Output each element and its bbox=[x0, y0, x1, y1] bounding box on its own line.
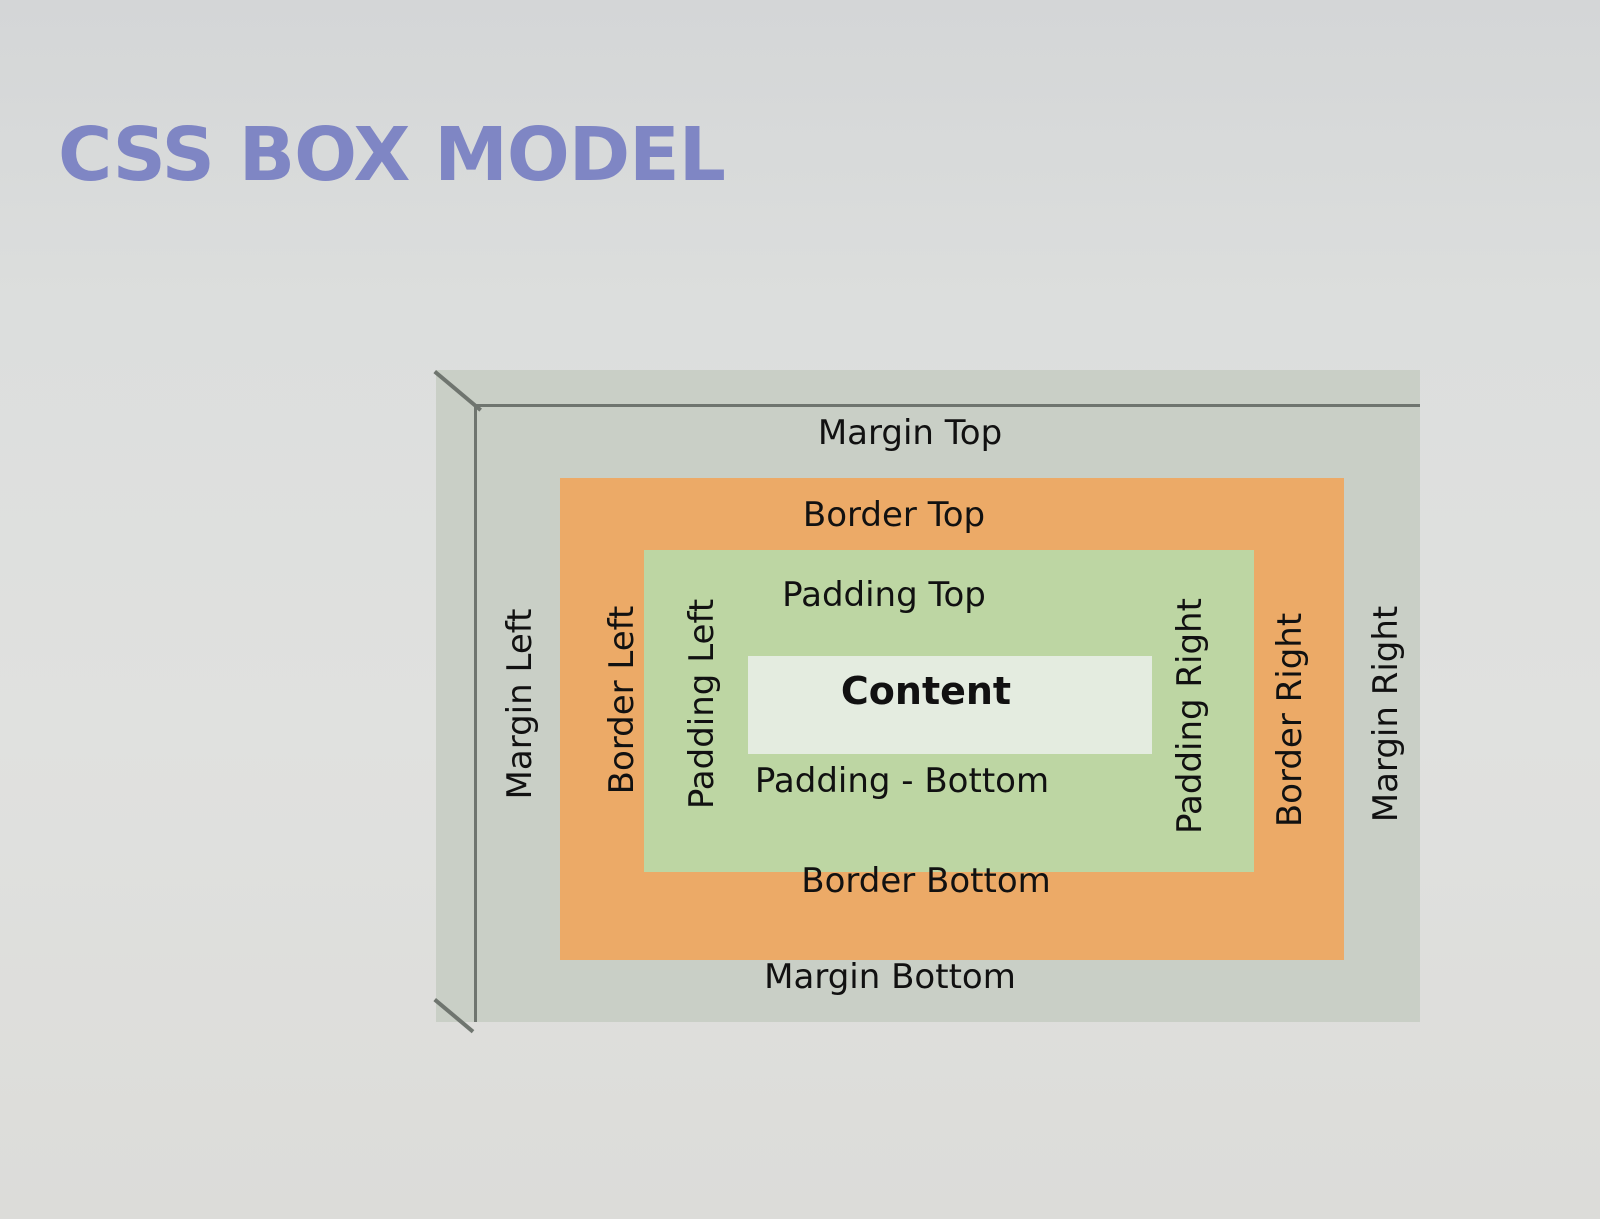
content-area bbox=[748, 656, 1152, 754]
border-right-label: Border Right bbox=[1270, 612, 1310, 828]
margin-top-label: Margin Top bbox=[817, 413, 1003, 453]
box-model-diagram: Margin Top Border Top Padding Top Conten… bbox=[433, 370, 1420, 1034]
margin-corner-top-left-line bbox=[433, 370, 482, 412]
padding-bottom-label: Padding - Bottom bbox=[754, 761, 1050, 801]
content-label: Content bbox=[840, 669, 1012, 713]
border-bottom-label: Border Bottom bbox=[801, 861, 1051, 901]
padding-left-label: Padding Left bbox=[682, 598, 722, 810]
border-left-label: Border Left bbox=[602, 605, 642, 795]
padding-right-label: Padding Right bbox=[1170, 598, 1210, 834]
margin-corner-bottom-left-line bbox=[433, 998, 475, 1034]
page-title: CSS BOX MODEL bbox=[58, 112, 726, 198]
margin-left-label: Margin Left bbox=[500, 608, 540, 800]
margin-top-edge-line bbox=[476, 404, 1420, 407]
padding-top-label: Padding Top bbox=[782, 575, 986, 615]
margin-right-label: Margin Right bbox=[1366, 605, 1406, 823]
margin-left-edge-line bbox=[474, 404, 477, 1022]
border-top-label: Border Top bbox=[802, 495, 986, 535]
margin-bottom-label: Margin Bottom bbox=[764, 957, 1016, 997]
